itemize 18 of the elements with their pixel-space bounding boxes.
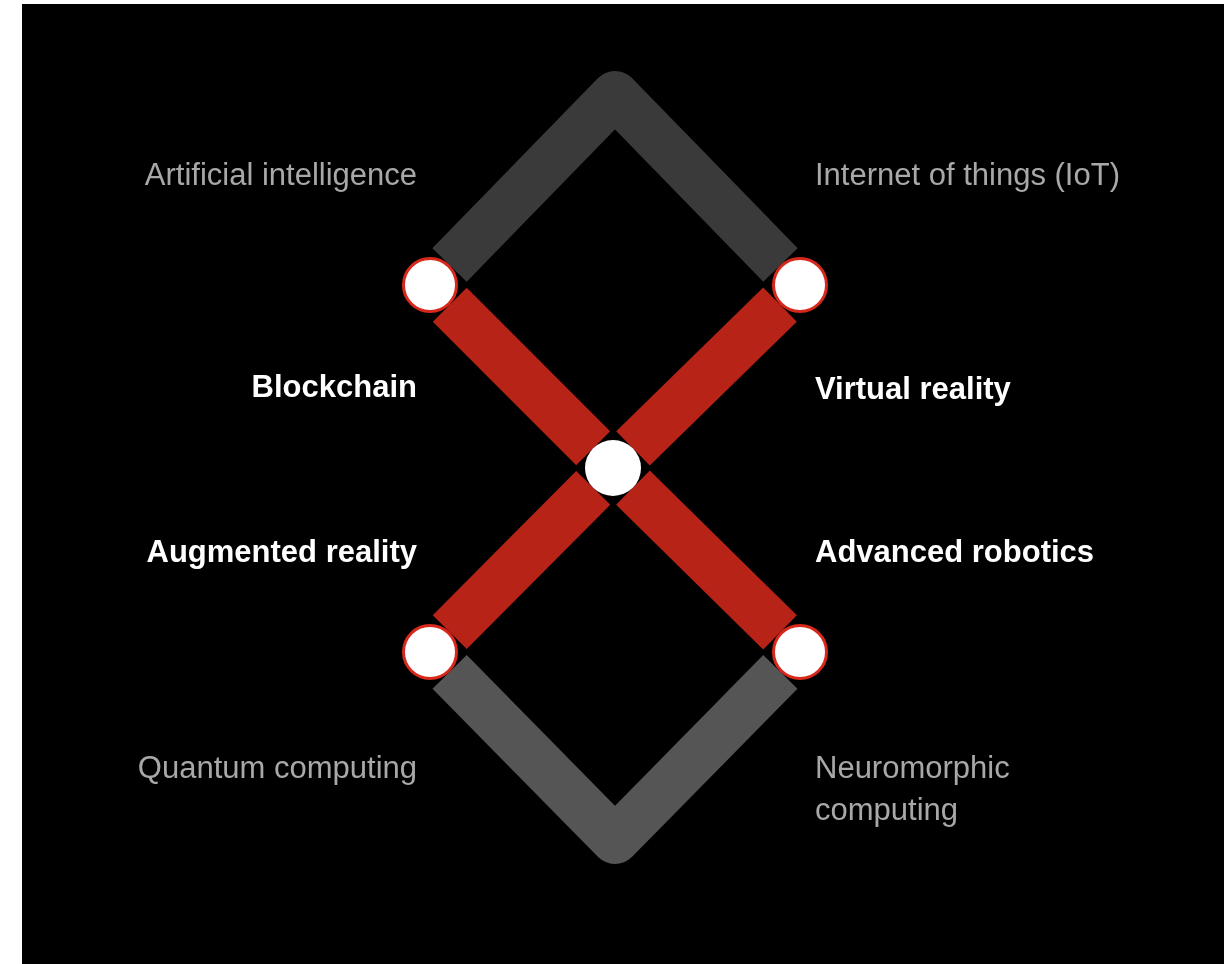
topic-label: Virtual reality	[815, 370, 1011, 408]
circle-node	[772, 624, 828, 680]
outer-topic-label: Neuromorphic computing	[815, 749, 1011, 829]
topic-label: Advanced robotics	[815, 533, 1095, 571]
circle-node	[402, 624, 458, 680]
band-connector	[616, 470, 797, 650]
band-connector	[616, 287, 797, 466]
topic-label: Augmented reality	[146, 533, 417, 571]
circle-node	[772, 257, 828, 313]
band-connector	[432, 287, 611, 466]
band-connector	[432, 470, 611, 650]
band-connector	[432, 71, 798, 282]
topic-label: Blockchain	[251, 368, 417, 406]
band-connector	[432, 655, 798, 864]
outer-topic-label: Internet of things (IoT)	[815, 156, 1120, 194]
circle-node	[402, 257, 458, 313]
outer-topic-label: Quantum computing	[137, 749, 417, 787]
outer-topic-label: Artificial intelligence	[144, 156, 417, 194]
